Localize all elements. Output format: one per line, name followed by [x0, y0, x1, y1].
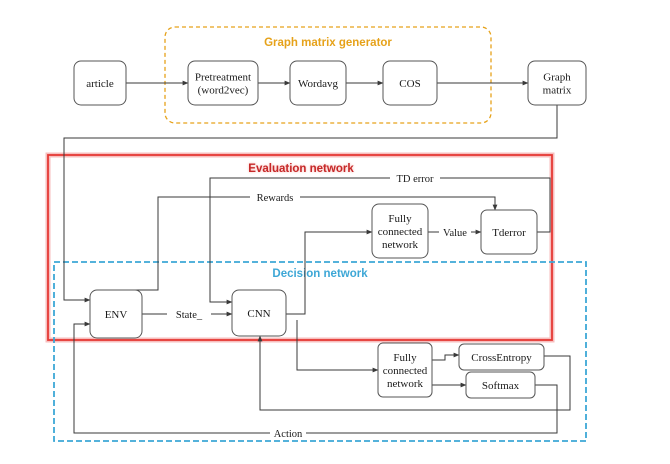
node-label: Tderror: [492, 227, 526, 239]
edge-cnn-fc-eval: [286, 229, 373, 315]
graph-matrix-generator-title: Graph matrix generator: [264, 37, 392, 49]
node-cos: COS: [382, 60, 438, 106]
node-label: (word2vec): [198, 85, 249, 97]
graph-matrix-generator-region: Graph matrix generator: [164, 26, 492, 124]
node-box: [465, 371, 536, 399]
td-error-label: TD error: [396, 174, 434, 185]
edge-fc-crossentropy: [432, 352, 460, 361]
node-label: network: [382, 239, 419, 251]
node-label: Graph: [543, 72, 571, 84]
node-label: article: [86, 78, 114, 90]
node-box: [458, 343, 545, 371]
node-wordavg: Wordavg: [289, 60, 347, 106]
node-label: CNN: [247, 308, 270, 320]
node-label: ENV: [105, 309, 128, 321]
state-label: State_: [176, 310, 203, 321]
node-label: connected: [383, 365, 428, 377]
node-box: [289, 60, 347, 106]
action-label: Action: [274, 429, 303, 440]
node-box: [377, 342, 433, 398]
node-label: Pretreatment: [195, 72, 251, 84]
node-label: Fully: [388, 213, 412, 225]
node-softmax: Softmax: [465, 371, 536, 399]
node-label: matrix: [543, 85, 572, 97]
node-box: [480, 209, 538, 255]
node-box: [382, 60, 438, 106]
evaluation-network-title-glow: Evaluation network: [248, 163, 354, 175]
edge-rewards: [128, 196, 498, 291]
edge-td-error: [209, 177, 551, 305]
node-box: [73, 60, 127, 106]
edge-cnn-fc-dec: [296, 320, 379, 373]
node-label: connected: [378, 226, 423, 238]
edge-labels: State_ Rewards TD error Value Action: [167, 171, 471, 440]
decision-network-title: Decision network: [272, 268, 368, 280]
node-box: [187, 60, 259, 106]
evaluation-network-title: Evaluation network: [248, 163, 354, 175]
node-env: ENV: [89, 289, 143, 339]
decision-network-region: Decision network: [53, 261, 587, 442]
node-box: [371, 203, 429, 259]
node-label: Softmax: [482, 380, 520, 392]
node-label: CrossEntropy: [471, 352, 532, 364]
edges: [63, 80, 571, 434]
node-pretreatment: Pretreatment(word2vec): [187, 60, 259, 106]
node-crossentropy: CrossEntropy: [458, 343, 545, 371]
node-label: COS: [399, 78, 420, 90]
node-cnn: CNN: [231, 289, 287, 337]
node-box: [231, 289, 287, 337]
node-box: [527, 60, 587, 106]
node-label: Fully: [393, 352, 417, 364]
edge-crossentropy-cnn: [257, 335, 571, 411]
node-article: article: [73, 60, 127, 106]
node-label: Wordavg: [298, 78, 339, 90]
node-box: [89, 289, 143, 339]
nodes: article Pretreatment(word2vec) Wordavg COS G…: [73, 60, 587, 399]
rewards-label: Rewards: [257, 193, 294, 204]
value-label: Value: [443, 228, 467, 239]
evaluation-network-region: Evaluation network Evaluation network: [45, 152, 555, 343]
edge-graphmatrix-env: [63, 105, 558, 303]
edge-action: [73, 321, 558, 434]
node-label: network: [387, 378, 424, 390]
node-tderror-node: Tderror: [480, 209, 538, 255]
